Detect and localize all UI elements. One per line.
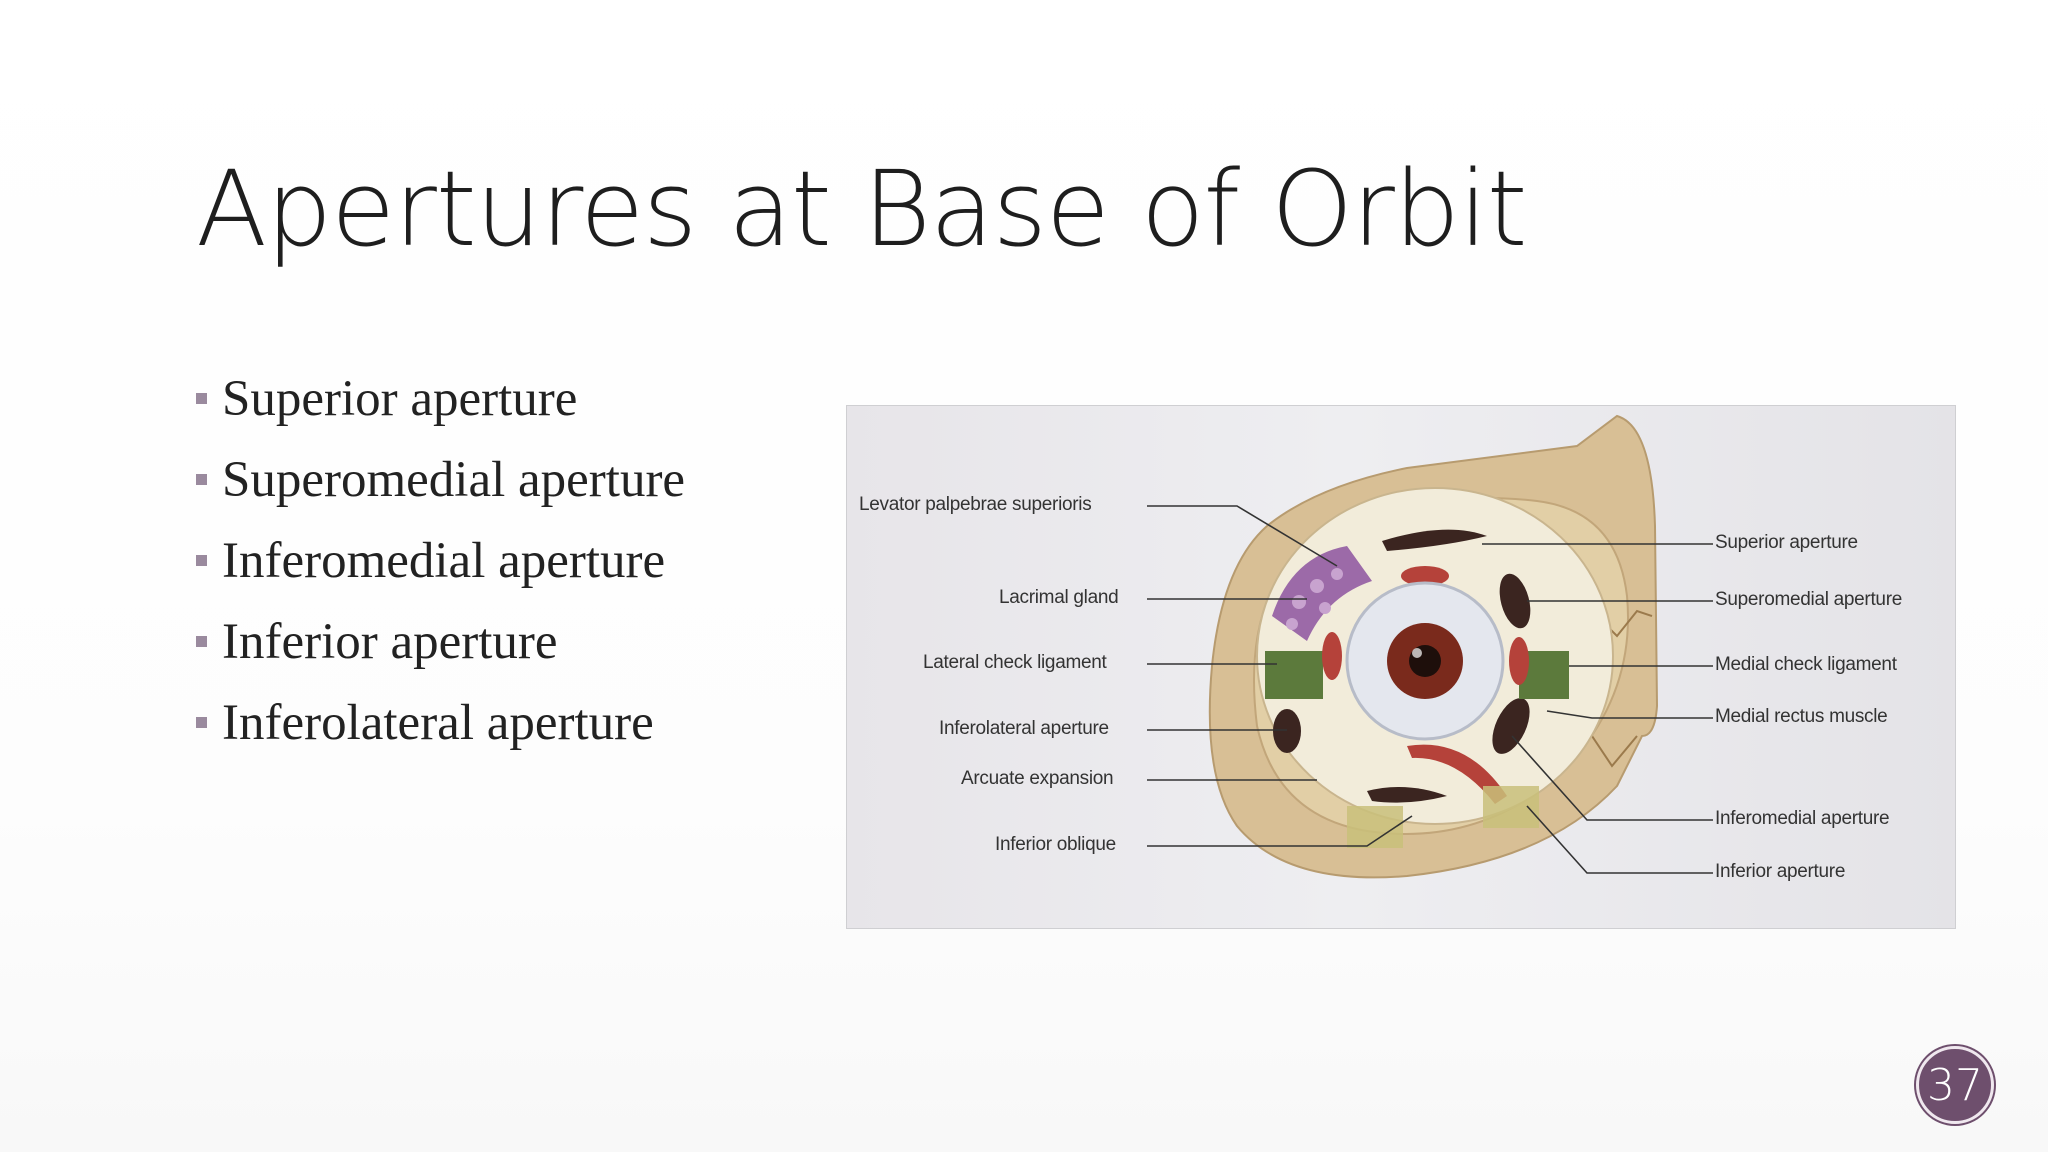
label-inferolateral-aperture: Inferolateral aperture: [939, 718, 1109, 739]
bullet-text: Superior aperture: [222, 370, 578, 427]
bullet-square-icon: [196, 393, 207, 404]
bullet-item: Superomedial aperture: [196, 439, 685, 520]
bullet-text: Inferolateral aperture: [222, 694, 654, 751]
label-levator-palpebrae: Levator palpebrae superioris: [859, 494, 1092, 515]
bullet-square-icon: [196, 717, 207, 728]
label-superomedial-aperture: Superomedial aperture: [1715, 589, 1902, 610]
label-superior-aperture: Superior aperture: [1715, 532, 1858, 553]
bullet-item: Inferolateral aperture: [196, 682, 685, 763]
slide-title: Apertures at Base of Orbit: [196, 148, 1528, 270]
bullet-item: Inferior aperture: [196, 601, 685, 682]
label-lacrimal-gland: Lacrimal gland: [999, 587, 1119, 608]
label-inferior-aperture: Inferior aperture: [1715, 861, 1846, 882]
bullet-square-icon: [196, 555, 207, 566]
label-arcuate-expansion: Arcuate expansion: [961, 768, 1114, 789]
label-inferomedial-aperture: Inferomedial aperture: [1715, 808, 1890, 829]
orbit-diagram: Levator palpebrae superioris Lacrimal gl…: [846, 405, 1956, 929]
page-number-badge: 37: [1916, 1046, 1994, 1124]
label-medial-rectus-muscle: Medial rectus muscle: [1715, 706, 1888, 727]
orbit-illustration: [1147, 414, 1713, 879]
label-lateral-check-ligament: Lateral check ligament: [923, 652, 1107, 673]
bullet-item: Superior aperture: [196, 358, 685, 439]
bullet-text: Inferior aperture: [222, 613, 558, 670]
bullet-text: Inferomedial aperture: [222, 532, 666, 589]
bullet-text: Superomedial aperture: [222, 451, 686, 508]
bullet-square-icon: [196, 636, 207, 647]
label-inferior-oblique: Inferior oblique: [995, 834, 1116, 855]
bullet-list: Superior aperture Superomedial aperture …: [196, 358, 685, 763]
bullet-square-icon: [196, 474, 207, 485]
bullet-item: Inferomedial aperture: [196, 520, 685, 601]
label-medial-check-ligament: Medial check ligament: [1715, 654, 1897, 675]
